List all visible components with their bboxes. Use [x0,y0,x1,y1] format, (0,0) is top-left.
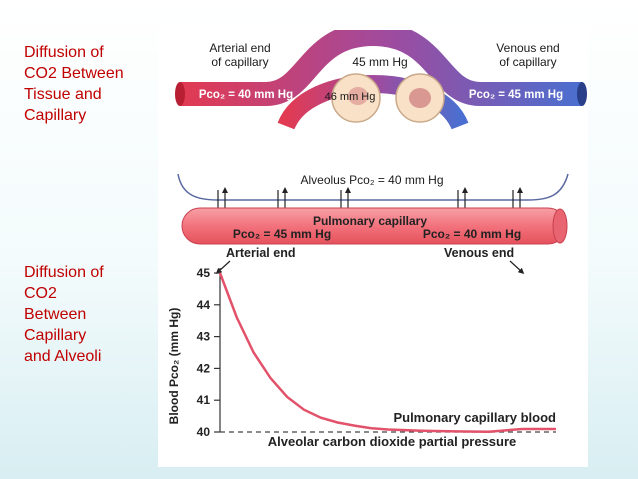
arterial-end-label-2: of capillary [211,55,268,69]
alveoli-diffusion-label: Diffusion of CO2 Between Capillary and A… [24,264,104,365]
pulmonary-capillary-label: Pulmonary capillary [313,214,427,228]
alveolus-membrane [177,173,569,201]
y-tick-label: 45 [197,266,211,280]
pco2-chart: Blood Pco₂ (mm Hg) 40 41 42 43 44 45 Pulmonar… [167,266,556,449]
arterial-end-label: Arterial end [226,246,295,260]
capillary-left-pco2: Pco₂ = 45 mm Hg [233,227,331,241]
tissue-cells [331,73,445,123]
alveolus-pco2-label: Alveolus Pco₂ = 40 mm Hg [300,173,443,187]
cell-pco2-label: 46 mm Hg [325,91,376,103]
y-tick-label: 44 [197,298,211,312]
y-tick-label: 40 [197,425,211,439]
reference-label: Alveolar carbon dioxide partial pressure [268,434,517,449]
figure-svg: Arterial end of capillary Venous end of … [167,30,587,449]
venous-end-label-2: of capillary [499,55,556,69]
venous-pco2-label: Pco₂ = 45 mm Hg [469,89,563,101]
interstitial-pco2-label: 45 mm Hg [352,55,407,69]
venous-end-label-1: Venous end [496,41,559,55]
series-line [218,272,556,433]
y-tick-label: 43 [197,330,211,344]
series-label: Pulmonary capillary blood [393,410,556,425]
arterial-end-label-1: Arterial end [209,41,270,55]
pulmonary-capillary [181,207,568,245]
y-axis-label: Blood Pco₂ (mm Hg) [167,308,181,425]
venous-end-label: Venous end [444,246,514,260]
y-tick-label: 41 [197,393,211,407]
y-tick-label: 42 [197,361,211,375]
venous-end-arrow [509,260,525,275]
capillary-right-pco2: Pco₂ = 40 mm Hg [423,227,521,241]
tissue-diffusion-label: Diffusion of CO2 Between Tissue and Capi… [24,44,124,124]
figure-panel: Arterial end of capillary Venous end of … [158,30,588,467]
arterial-pco2-label: Pco₂ = 40 mm Hg [199,89,293,101]
